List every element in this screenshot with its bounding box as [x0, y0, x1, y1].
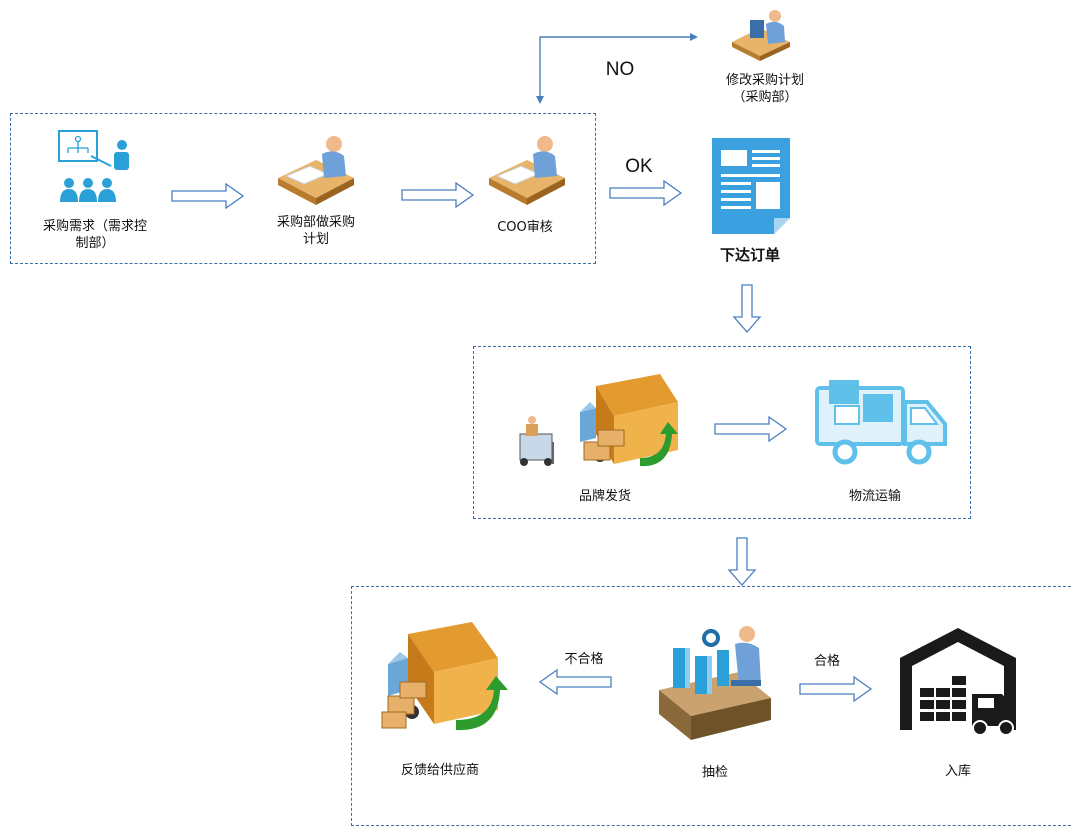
arrow-demand-to-plan: [171, 182, 245, 210]
desk-worker-icon: [489, 136, 565, 205]
arrow-plan-to-coo: [401, 181, 475, 209]
arrow-stage2-to-stage3: [727, 537, 757, 586]
arrow-order-to-stage2: [732, 284, 762, 333]
warehouse-icon: [900, 628, 1016, 736]
ship-label: 品牌发货: [578, 489, 631, 504]
revise-label: 修改采购计划（采购部）: [725, 73, 804, 105]
no-label: NO: [605, 59, 635, 80]
stage2-group: [473, 346, 971, 519]
truck-icon: [815, 380, 947, 465]
fail-label: 不合格: [564, 652, 604, 667]
pass-label: 合格: [813, 654, 840, 669]
desk-worker-icon: [732, 10, 790, 61]
teacher-icon: [58, 130, 129, 202]
desk-worker-icon: [278, 136, 354, 205]
coo-label: COO审核: [497, 220, 553, 235]
inspect-label: 抽检: [701, 765, 728, 780]
document-icon: [712, 138, 790, 234]
demand-label: 采购需求（需求控制部）: [42, 219, 147, 251]
delivery-truck-icon: [381, 622, 508, 731]
warehouse-label: 入库: [944, 764, 971, 779]
delivery-truck-icon: [519, 374, 678, 467]
arrow-inspect-to-warehouse: [799, 675, 873, 703]
logistics-label: 物流运输: [848, 489, 901, 504]
plan-label: 采购部做采购计划: [276, 215, 355, 247]
arrow-inspect-to-feedback: [538, 668, 612, 696]
feedback-label: 反馈给供应商: [400, 763, 479, 778]
arrow-ship-to-logistics: [714, 415, 788, 443]
inspection-icon: [659, 626, 771, 740]
order-label: 下达订单: [719, 246, 780, 264]
stage1-group: [10, 113, 596, 264]
arrow-coo-to-order: [609, 179, 683, 207]
ok-label: OK: [625, 156, 653, 177]
